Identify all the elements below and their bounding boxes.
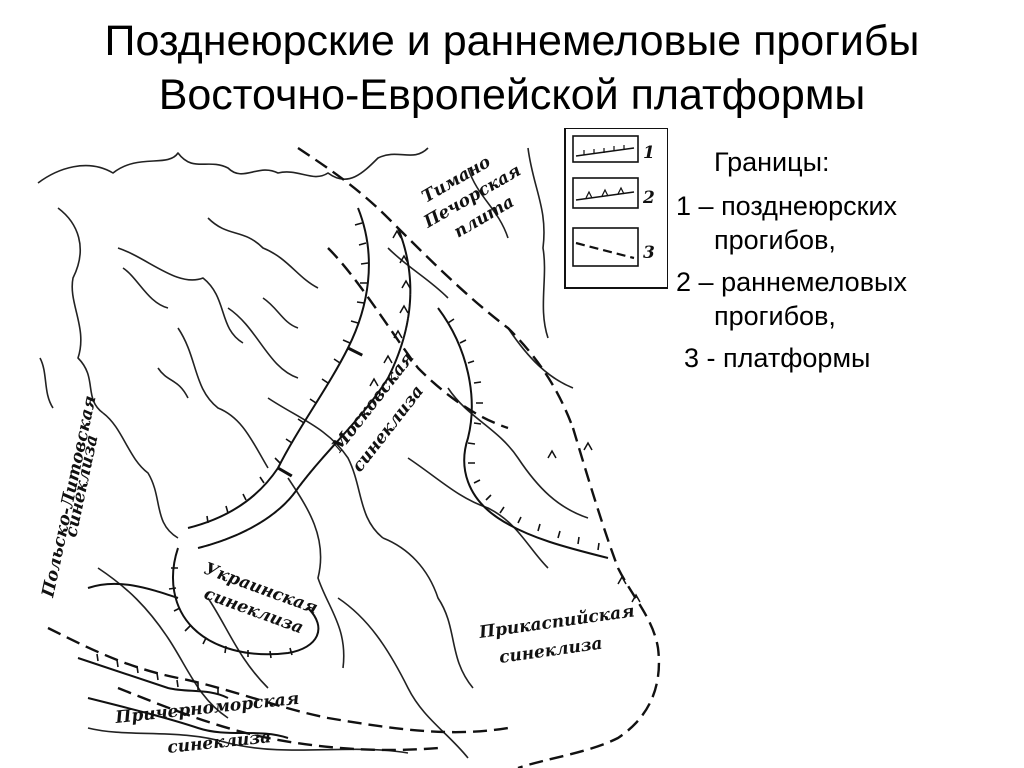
- page-title: Позднеюрские и раннемеловые прогибы Вост…: [0, 14, 1024, 122]
- legend-item-1-num: 1: [676, 191, 692, 221]
- map-key-2: 2: [642, 188, 655, 208]
- legend-item-3: 3 - платформы: [676, 341, 1006, 375]
- early-cretaceous-marks: [369, 229, 641, 603]
- coastlines: [37, 147, 589, 759]
- late-jurassic-boundary: [77, 207, 609, 739]
- map-key-1: 1: [643, 143, 655, 163]
- legend-item-2-text: – раннемеловых: [698, 267, 907, 297]
- label-caspian-2: синеклиза: [498, 634, 604, 668]
- legend-item-3-num: 3: [684, 343, 700, 373]
- label-blacksea-2: синеклиза: [166, 727, 272, 758]
- map-key: 1 2 3: [564, 128, 668, 289]
- legend-item-2-num: 2: [676, 267, 692, 297]
- map: 1 2 3 Тимано Печорская плита Московская …: [37, 128, 668, 768]
- legend-item-3-text: - платформы: [706, 343, 871, 373]
- legend-heading: Границы:: [714, 147, 830, 177]
- legend-item-1: 1 – позднеюрских прогибов,: [676, 189, 1006, 257]
- map-key-3: 3: [643, 243, 655, 263]
- legend-item-1-text-2: прогибов,: [714, 225, 836, 255]
- legend: Границы: 1 – позднеюрских прогибов, 2 – …: [676, 145, 1006, 383]
- platform-boundary: [47, 147, 661, 768]
- trough-ticks: [96, 222, 600, 694]
- legend-item-1-text: – позднеюрских: [698, 191, 898, 221]
- title-line-1: Позднеюрские и раннемеловые прогибы: [104, 17, 920, 65]
- title-line-2: Восточно-Европейской платформы: [158, 71, 866, 119]
- region-labels: Тимано Печорская плита Московская синекл…: [38, 152, 636, 758]
- legend-item-2: 2 – раннемеловых прогибов,: [676, 265, 1006, 333]
- legend-item-2-text-2: прогибов,: [714, 301, 836, 331]
- label-caspian-1: Прикаспийская: [477, 601, 636, 643]
